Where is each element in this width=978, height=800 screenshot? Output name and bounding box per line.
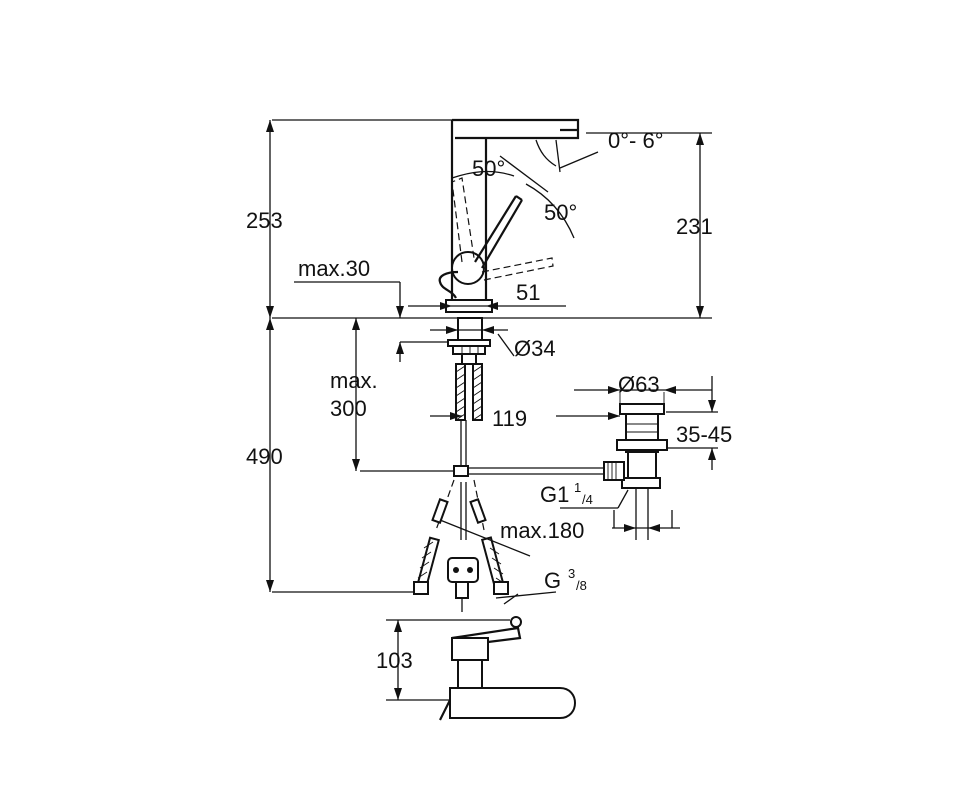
- faucet-side-view: [439, 616, 576, 721]
- label-103: 103: [376, 648, 413, 673]
- angle-arcs: [451, 139, 599, 239]
- label-g38-sup: 3: [568, 566, 575, 581]
- label-max30: max.30: [298, 256, 370, 281]
- label-490: 490: [246, 444, 283, 469]
- handle-hook: [438, 270, 459, 299]
- waste-assembly: [603, 403, 668, 540]
- lever: [474, 195, 517, 263]
- label-g38: G: [544, 568, 561, 593]
- mounting-shank: [447, 317, 491, 470]
- label-angle-50-b: 50°: [544, 200, 577, 225]
- hose-right: [472, 363, 483, 421]
- label-g1: G1: [540, 482, 569, 507]
- lever-ghost-up: [451, 177, 475, 263]
- dim-line-231: [696, 133, 704, 318]
- label-253: 253: [246, 208, 283, 233]
- label-231: 231: [676, 214, 713, 239]
- label-g1-sup: 1: [574, 480, 581, 495]
- label-119: 119: [492, 406, 527, 431]
- label-max-line1: max.: [330, 368, 378, 393]
- dim-line-g38: [495, 591, 557, 605]
- waste-flange: [619, 403, 665, 415]
- dim-line-490: [266, 318, 414, 593]
- spout-arm: [452, 118, 580, 140]
- lower-hoses: [413, 479, 509, 612]
- fitting-left: [413, 581, 429, 595]
- label-angle-0-6: 0°- 6°: [608, 128, 664, 153]
- side-view-lever: [451, 626, 522, 644]
- rod-clip: [447, 557, 479, 583]
- side-view-body: [449, 687, 576, 719]
- dim-line-dia34: [430, 326, 515, 357]
- dim-line-103: [386, 619, 510, 701]
- popup-rod: [360, 465, 604, 477]
- label-g1-sub: /4: [582, 492, 593, 507]
- dim-line-119: [430, 412, 620, 420]
- dim-line-max180: [439, 519, 531, 557]
- label-angle-50-a: 50°: [472, 156, 505, 181]
- dim-line-35-45: [666, 376, 718, 470]
- dim-line-max30: [294, 281, 448, 362]
- lever-ghost-side: [481, 257, 554, 281]
- label-max180: max.180: [500, 518, 584, 543]
- label-35-45: 35-45: [676, 422, 732, 447]
- dim-line-51: [408, 302, 566, 310]
- label-g38-sub: /8: [576, 578, 587, 593]
- label-300: 300: [330, 396, 367, 421]
- fitting-right: [493, 581, 509, 595]
- dim-line-g1: [560, 489, 680, 532]
- dim-line-max300: [352, 318, 360, 471]
- faucet-body: [438, 118, 580, 313]
- waste-side-port: [603, 461, 625, 481]
- label-51: 51: [516, 280, 540, 305]
- label-dia63: Ø63: [618, 372, 660, 397]
- label-dia34: Ø34: [514, 336, 556, 361]
- dim-line-dia63: [574, 386, 712, 404]
- dim-line-253: [266, 120, 274, 318]
